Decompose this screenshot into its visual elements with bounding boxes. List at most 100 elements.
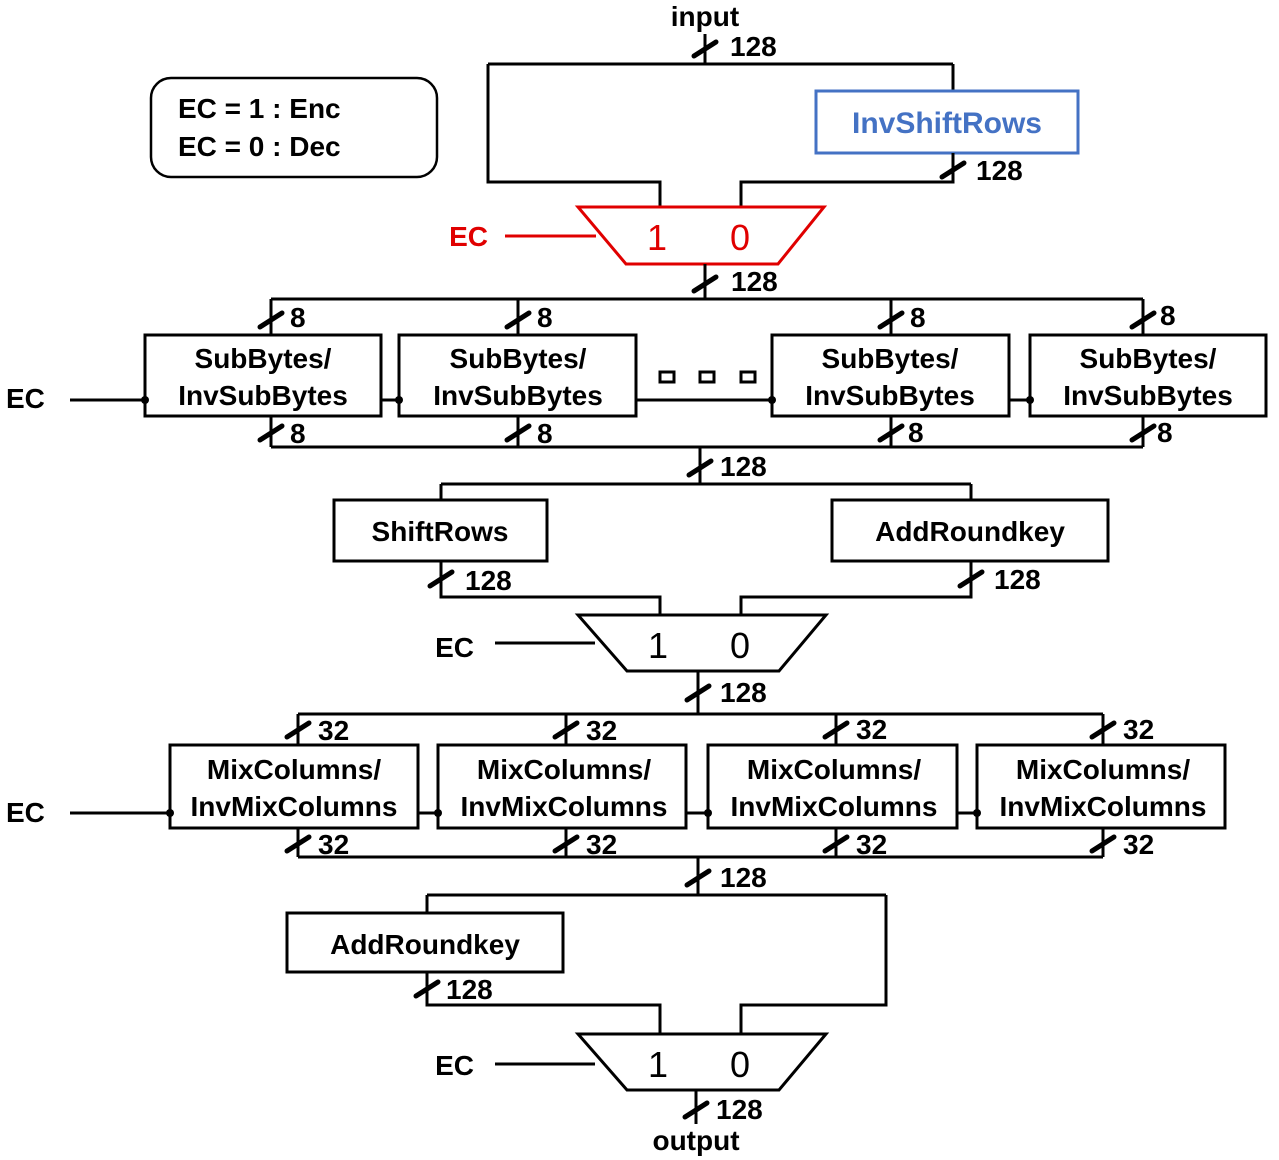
subbytes-label-bottom: InvSubBytes (178, 380, 348, 411)
mux2-in0-label: 0 (730, 625, 750, 666)
width-label: 128 (446, 974, 493, 1005)
mixcol-in-taps (284, 714, 1117, 745)
subbytes-label-top: SubBytes/ (195, 343, 332, 374)
width-label: 128 (730, 31, 777, 62)
subbytes-block (397, 333, 638, 418)
width-label: 128 (465, 565, 512, 596)
bus-slash (957, 569, 985, 589)
subbytes-out-taps (257, 416, 1157, 447)
subbytes-label-top: SubBytes/ (450, 343, 587, 374)
shiftrows-label: ShiftRows (372, 516, 509, 547)
mixcolumns-label-bottom: InvMixColumns (1000, 791, 1207, 822)
width-label: 32 (1123, 829, 1154, 860)
width-label: 128 (720, 451, 767, 482)
ec-junction-dot (704, 809, 712, 817)
mixcol-out-taps (284, 828, 1117, 857)
wire-to-mux3-in0 (739, 895, 888, 1034)
mixcolumns-label-top: MixColumns/ (207, 754, 381, 785)
bus-slash (684, 868, 712, 888)
mux3-in1-label: 1 (648, 1044, 668, 1085)
mux2 (574, 613, 830, 673)
wire-to-mux1-in1 (486, 64, 662, 207)
ec-junction-dot (1026, 396, 1034, 404)
subbytes-block (1028, 333, 1268, 418)
subbytes-block (770, 333, 1011, 418)
addroundkey-label: AddRoundkey (875, 516, 1065, 547)
legend-box (149, 76, 439, 179)
wire-to-mux2-in0 (739, 561, 973, 615)
width-label: 32 (1123, 714, 1154, 745)
mux3-ec-label: EC (435, 1050, 474, 1081)
mux2-in1-label: 1 (648, 625, 668, 666)
width-label: 32 (318, 715, 349, 746)
subbytes-label-bottom: InvSubBytes (1063, 380, 1233, 411)
width-label: 8 (910, 302, 926, 333)
width-label: 8 (537, 418, 553, 449)
width-label: 32 (586, 829, 617, 860)
width-label: 8 (1160, 300, 1176, 331)
subbytes-label-bottom: InvSubBytes (433, 380, 603, 411)
bus-slash (684, 683, 712, 703)
mux3 (574, 1032, 830, 1092)
width-label: 8 (537, 302, 553, 333)
bus-slash (682, 1100, 710, 1120)
width-label: 128 (731, 266, 778, 297)
invshiftrows-block (814, 89, 1080, 155)
mixcolumns-label-top: MixColumns/ (747, 754, 921, 785)
width-label: 8 (290, 302, 306, 333)
legend-enc-text: EC = 1 : Enc (178, 93, 341, 124)
subbytes-in-taps (257, 299, 1157, 335)
final-addroundkey-label: AddRoundkey (330, 929, 520, 960)
ec-junction-dot (434, 809, 442, 817)
bus-slash (691, 39, 719, 59)
mixcolumns-block (436, 743, 688, 830)
bus-slash (413, 979, 441, 999)
mux1-in0-label: 0 (730, 217, 750, 258)
width-label: 32 (856, 714, 887, 745)
subbytes-block (143, 333, 383, 418)
width-label: 128 (720, 862, 767, 893)
mux1-in1-label: 1 (647, 217, 667, 258)
width-label: 8 (290, 418, 306, 449)
ec-junction-dot (141, 396, 149, 404)
mux3-in0-label: 0 (730, 1044, 750, 1085)
mixcolumns-label-top: MixColumns/ (1016, 754, 1190, 785)
ellipsis-icon (658, 370, 757, 384)
invshiftrows-label: InvShiftRows (852, 107, 1042, 140)
width-label: 32 (318, 829, 349, 860)
bus-slash (427, 569, 455, 589)
bus-slash (939, 160, 967, 180)
wire-to-mux1-in0 (739, 153, 955, 207)
final-addroundkey-block (285, 911, 565, 974)
subbytes-label-top: SubBytes/ (822, 343, 959, 374)
mixcolumns-label-bottom: InvMixColumns (191, 791, 398, 822)
mixcolumns-block (975, 743, 1227, 830)
mixcol-ec-label: EC (6, 797, 45, 828)
width-label: 128 (994, 564, 1041, 595)
output-label: output (652, 1125, 739, 1156)
ec-junction-dot (973, 809, 981, 817)
width-label: 32 (856, 829, 887, 860)
mixcolumns-block (168, 743, 420, 830)
ec-junction-dot (166, 809, 174, 817)
mixcolumns-label-top: MixColumns/ (477, 754, 651, 785)
width-label: 8 (1157, 417, 1173, 448)
addroundkey-block (830, 498, 1110, 563)
bus-slash (691, 274, 719, 294)
width-label: 128 (716, 1094, 763, 1125)
mux2-ec-label: EC (435, 632, 474, 663)
width-label: 128 (976, 155, 1023, 186)
mux1-ec-label: EC (449, 221, 488, 252)
subbytes-ec-label: EC (6, 383, 45, 414)
width-label: 128 (720, 677, 767, 708)
ec-junction-dot (395, 396, 403, 404)
subbytes-label-top: SubBytes/ (1080, 343, 1217, 374)
mux1-red (574, 205, 828, 266)
mixcolumns-label-bottom: InvMixColumns (731, 791, 938, 822)
shiftrows-block (332, 498, 549, 563)
width-label: 8 (908, 417, 924, 448)
subbytes-label-bottom: InvSubBytes (805, 380, 975, 411)
mixcolumns-block (706, 743, 959, 830)
